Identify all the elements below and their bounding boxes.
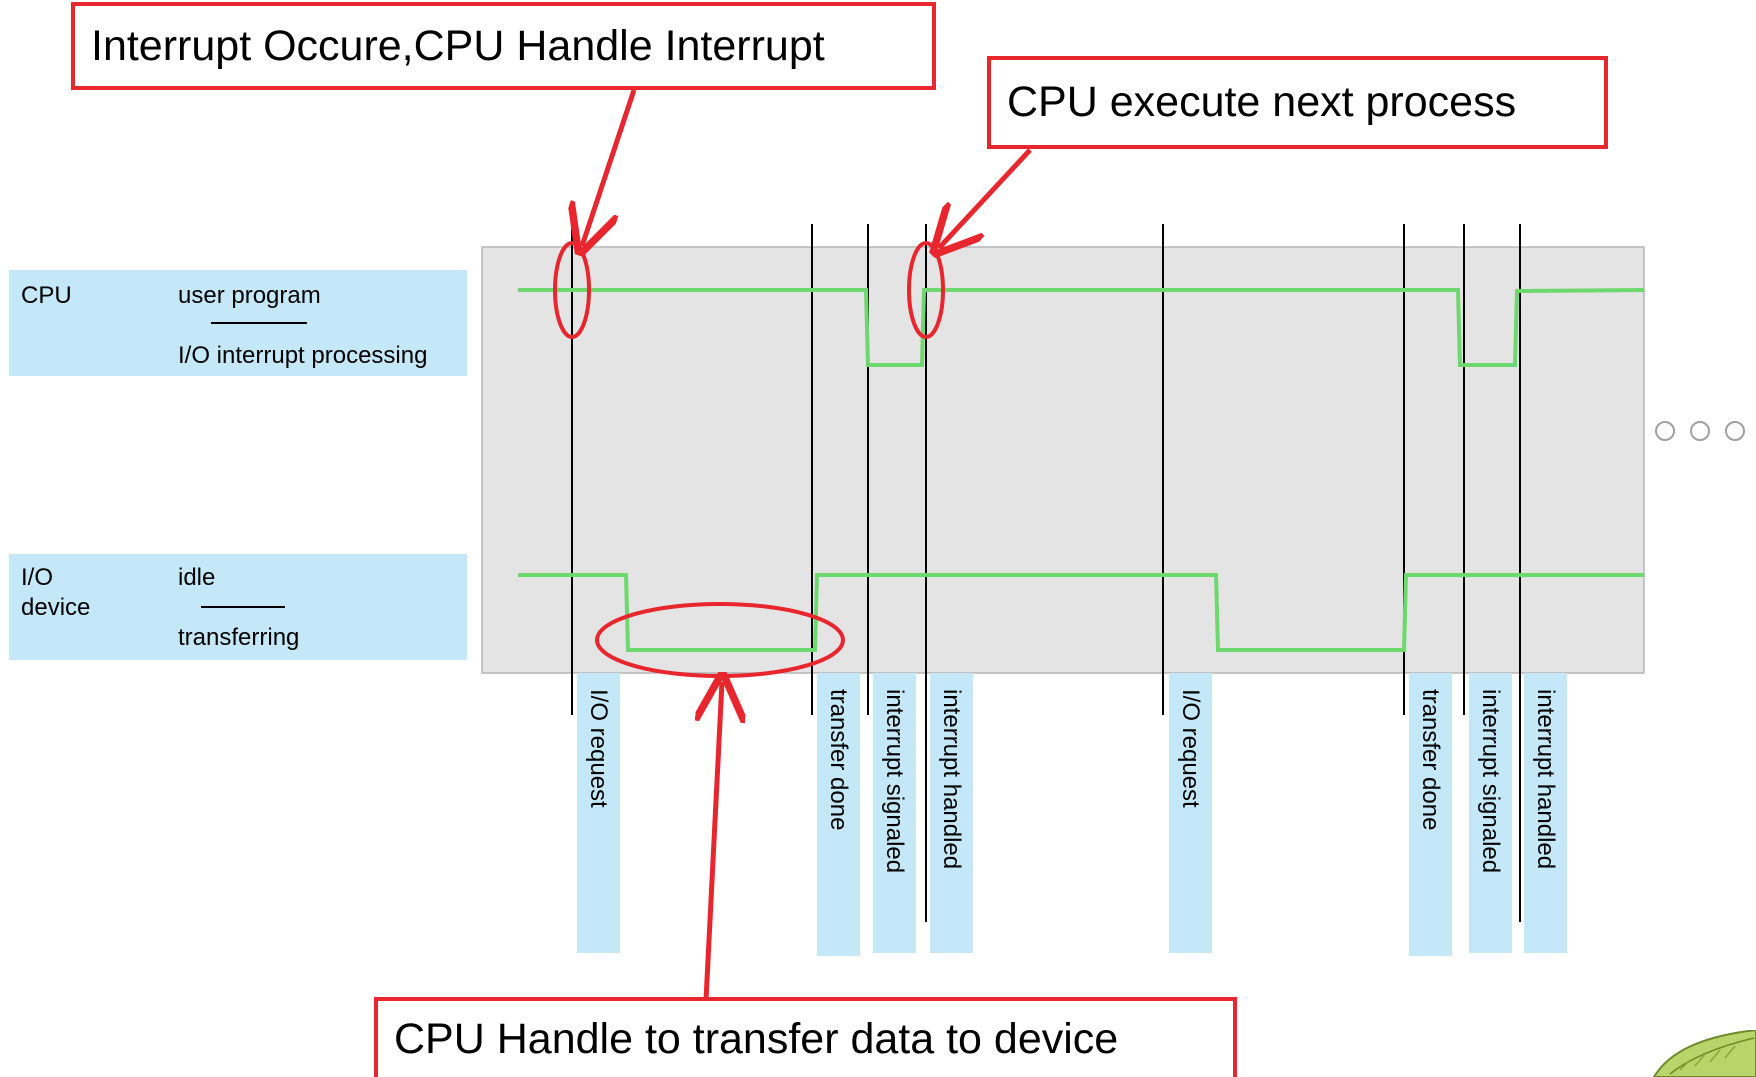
continuation-dot [1655, 421, 1675, 441]
timeline-panel [481, 246, 1645, 674]
cpu-title: CPU [21, 282, 72, 309]
leaf-decoration-icon [1652, 1030, 1756, 1077]
event-label-text: I/O request [1177, 689, 1204, 808]
continuation-dot [1725, 421, 1745, 441]
event-label: interrupt signaled [1469, 673, 1512, 953]
cpu-row-label: CPU user program I/O interrupt processin… [9, 270, 467, 376]
io-state-low: transferring [178, 624, 300, 651]
event-label-text: I/O request [585, 689, 612, 808]
event-label: interrupt handled [1524, 673, 1567, 953]
io-title-line2: device [21, 594, 91, 621]
continuation-dot [1690, 421, 1710, 441]
event-label: interrupt handled [930, 673, 973, 953]
event-label-text: interrupt handled [1532, 689, 1559, 870]
callout-next-process: CPU execute next process [987, 56, 1608, 149]
callout-transfer-data-text: CPU Handle to transfer data to device [394, 1014, 1119, 1063]
cpu-signal-line [518, 288, 1645, 367]
next-process-highlight [907, 241, 945, 339]
event-label: I/O request [1169, 673, 1212, 953]
callout-next-process-text: CPU execute next process [1007, 78, 1517, 126]
cpu-state-divider [211, 322, 307, 324]
callout-interrupt-occur-text: Interrupt Occure,CPU Handle Interrupt [91, 21, 825, 70]
cpu-state-low: I/O interrupt processing [178, 342, 428, 369]
arrow-to-transfer [706, 682, 722, 1001]
io-signal-line [518, 573, 1644, 652]
event-label: I/O request [577, 673, 620, 953]
event-label-text: interrupt signaled [881, 689, 908, 874]
event-label-text: interrupt handled [938, 689, 965, 870]
event-label: transfer done [1409, 673, 1452, 956]
cpu-state-high: user program [178, 282, 321, 309]
io-title-line1: I/O [21, 564, 54, 591]
event-label: interrupt signaled [873, 673, 916, 953]
arrow-to-interrupt [582, 89, 637, 246]
event-label: transfer done [817, 673, 860, 956]
event-label-text: transfer done [1417, 689, 1444, 831]
io-state-divider [201, 606, 285, 608]
event-label-text: transfer done [825, 689, 852, 831]
event-label-text: interrupt signaled [1477, 689, 1504, 874]
callout-interrupt-occur: Interrupt Occure,CPU Handle Interrupt [71, 2, 936, 90]
arrow-to-next-process [939, 148, 1032, 248]
callout-transfer-data: CPU Handle to transfer data to device [374, 997, 1237, 1077]
io-row-label: I/O device idle transferring [9, 554, 467, 660]
io-state-high: idle [178, 564, 216, 591]
